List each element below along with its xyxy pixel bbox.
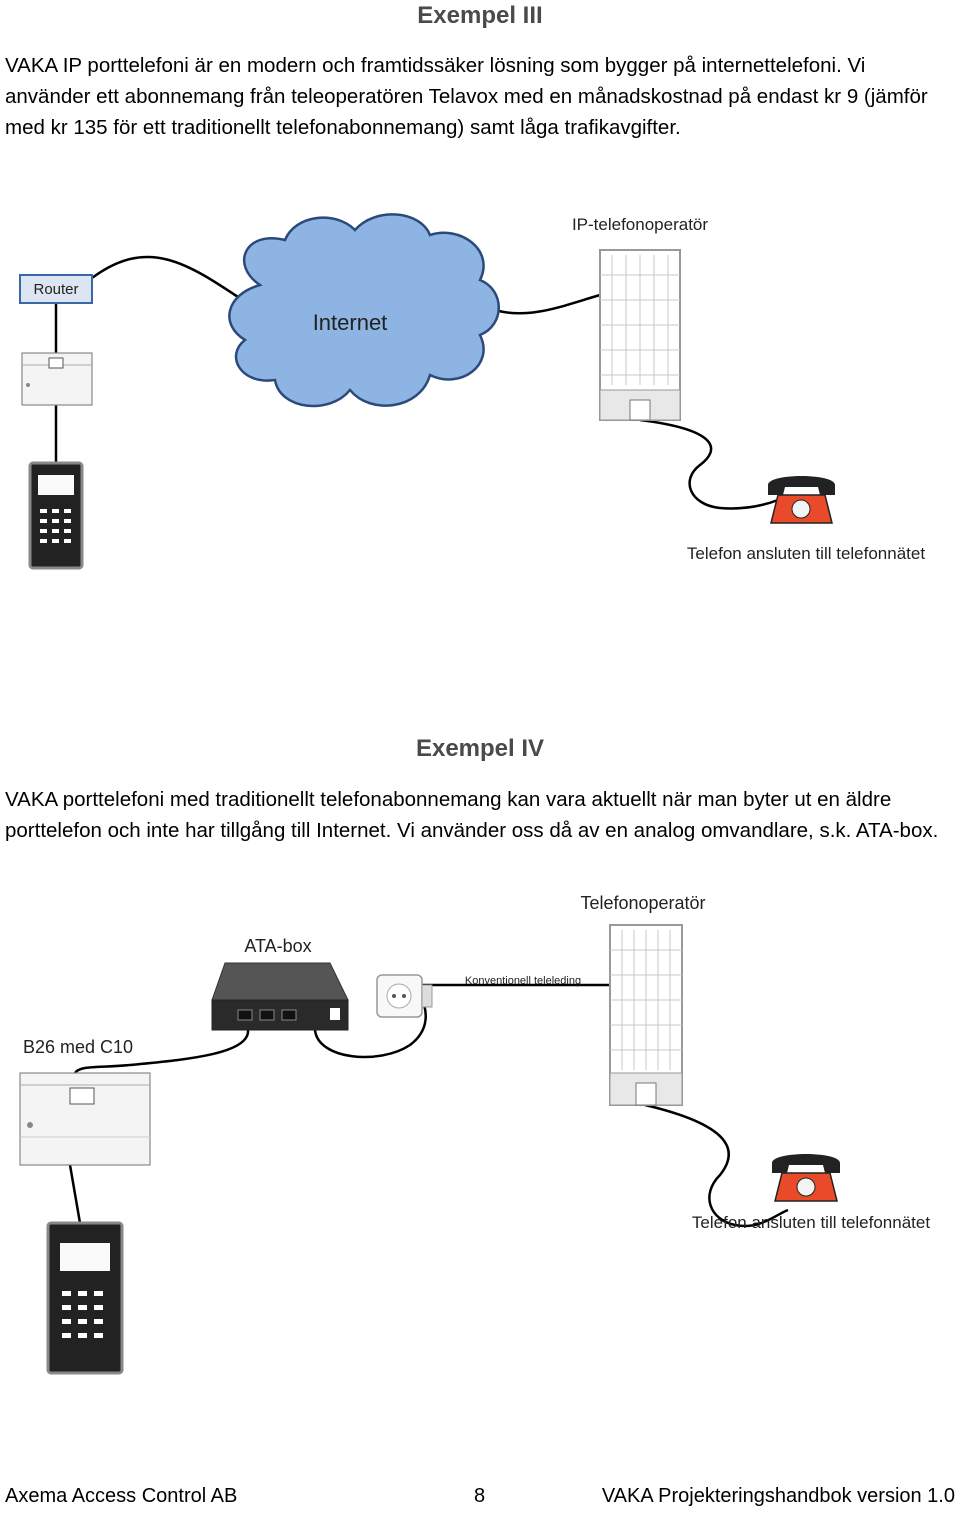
controller-label: B26 med C10 — [23, 1037, 133, 1057]
cable-controller-unit — [68, 1164, 82, 1224]
wall-socket-icon — [376, 974, 433, 1018]
example4-diagram: ATA-box Konventionell teleleding Telefon… — [19, 893, 930, 1375]
footer-document-title: VAKA Projekteringshandbok version 1.0 — [601, 1485, 955, 1507]
controller-box — [19, 1072, 151, 1166]
operator-building-icon — [609, 924, 683, 1106]
internet-cloud: Internet — [228, 213, 500, 408]
ata-box-icon — [211, 962, 349, 1031]
footer-page-number: 8 — [474, 1485, 486, 1507]
telephone-icon — [768, 476, 835, 524]
telephone-icon — [772, 1154, 840, 1202]
example3-diagram: Router Internet IP-telefonoperatör — [19, 213, 925, 570]
door-unit-icon — [46, 1221, 124, 1375]
cable-operator-phone — [639, 418, 779, 510]
router-box: Router — [19, 274, 93, 304]
controller-box — [21, 352, 93, 406]
cloud-label: Internet — [313, 310, 388, 335]
cable-operator-phone — [644, 1103, 789, 1228]
phone-label: Telefon ansluten till telefonnätet — [692, 1213, 930, 1232]
cable-router-cloud — [91, 255, 251, 307]
phone-label: Telefon ansluten till telefonnätet — [687, 544, 925, 563]
cable-cloud-operator — [494, 293, 601, 315]
ip-operator-label: IP-telefonoperatör — [572, 215, 708, 234]
example3-heading: Exempel III — [417, 2, 543, 29]
ata-label: ATA-box — [244, 936, 311, 956]
line-label: Konventionell teleleding — [465, 975, 581, 987]
example4-paragraph: VAKA porttelefoni med traditionellt tele… — [5, 788, 939, 842]
example4-heading: Exempel IV — [415, 735, 545, 762]
cable-ata-socket — [313, 994, 427, 1059]
door-unit-icon — [28, 461, 84, 570]
cable-ata-controller — [73, 1029, 250, 1074]
operator-building-icon — [599, 249, 681, 421]
footer-company: Axema Access Control AB — [5, 1485, 238, 1507]
example3-paragraph: VAKA IP porttelefoni är en modern och fr… — [5, 54, 928, 139]
operator-label: Telefonoperatör — [580, 893, 705, 913]
router-label: Router — [33, 281, 78, 298]
